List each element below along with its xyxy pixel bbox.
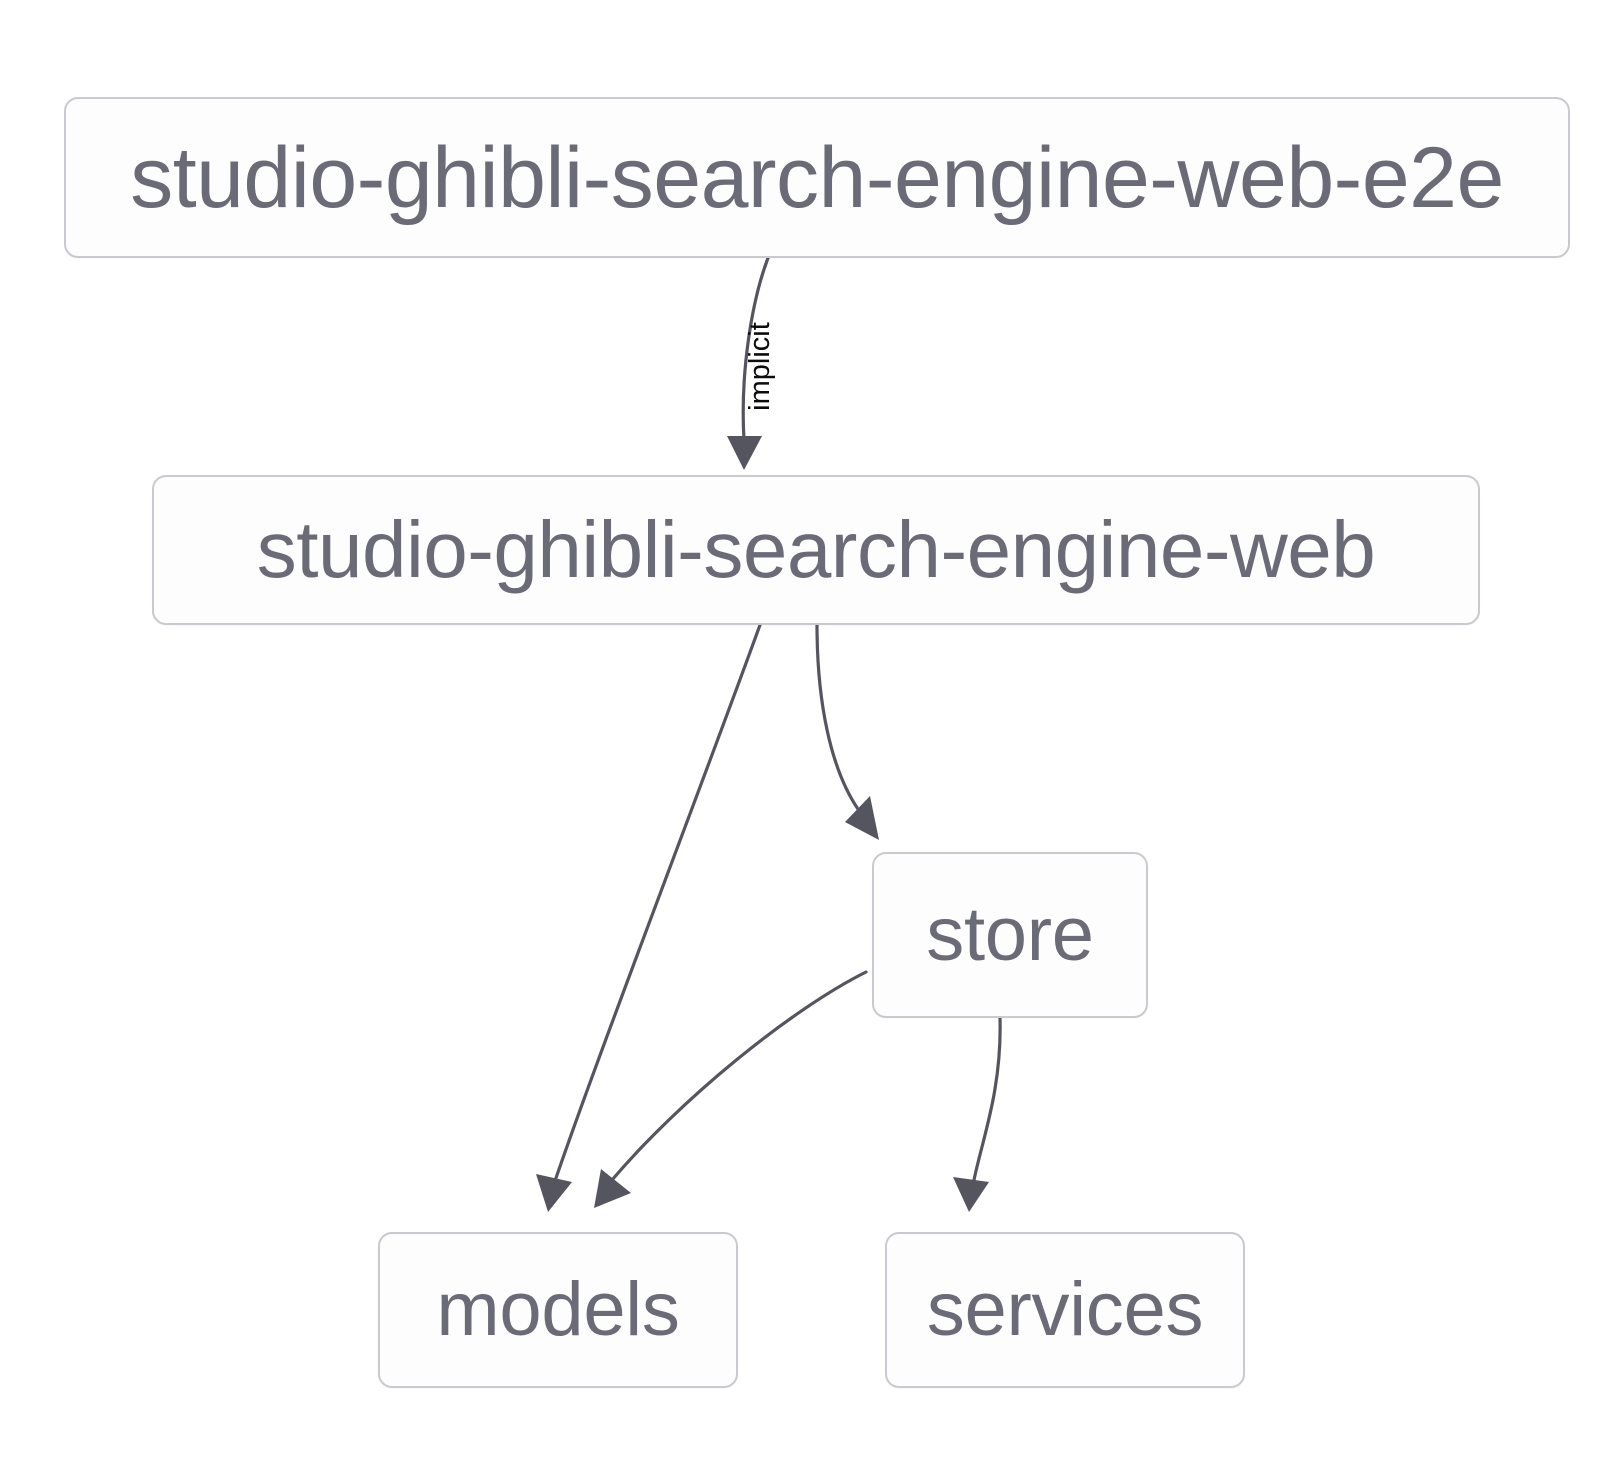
graph-edge-e2e-to-web bbox=[741, 256, 770, 442]
graph-edge-arrowhead-store-to-services bbox=[953, 1177, 989, 1212]
graph-edge-store-to-models bbox=[610, 970, 868, 1182]
graph-edge-web-to-models bbox=[554, 623, 762, 1180]
graph-edge-label-e2e-to-web: implicit bbox=[743, 322, 776, 411]
graph-edge-arrowhead-web-to-store bbox=[845, 796, 879, 840]
graph-node-services[interactable]: services bbox=[885, 1232, 1245, 1388]
graph-node-web[interactable]: studio-ghibli-search-engine-web bbox=[152, 475, 1480, 625]
graph-edge-web-to-store bbox=[815, 623, 862, 814]
graph-edge-arrowhead-store-to-models bbox=[594, 1169, 631, 1208]
graph-node-label: models bbox=[436, 1267, 680, 1352]
graph-edge-store-to-services bbox=[972, 1016, 1002, 1182]
graph-node-label: store bbox=[926, 892, 1094, 977]
graph-node-label: services bbox=[926, 1267, 1204, 1352]
graph-node-e2e[interactable]: studio-ghibli-search-engine-web-e2e bbox=[64, 97, 1570, 258]
graph-node-label: studio-ghibli-search-engine-web bbox=[256, 505, 1376, 594]
graph-node-models[interactable]: models bbox=[378, 1232, 738, 1388]
graph-edge-arrowhead-e2e-to-web bbox=[727, 436, 762, 470]
graph-node-label: studio-ghibli-search-engine-web-e2e bbox=[130, 129, 1504, 226]
graph-edge-arrowhead-web-to-models bbox=[536, 1174, 572, 1212]
graph-node-store[interactable]: store bbox=[872, 852, 1148, 1018]
